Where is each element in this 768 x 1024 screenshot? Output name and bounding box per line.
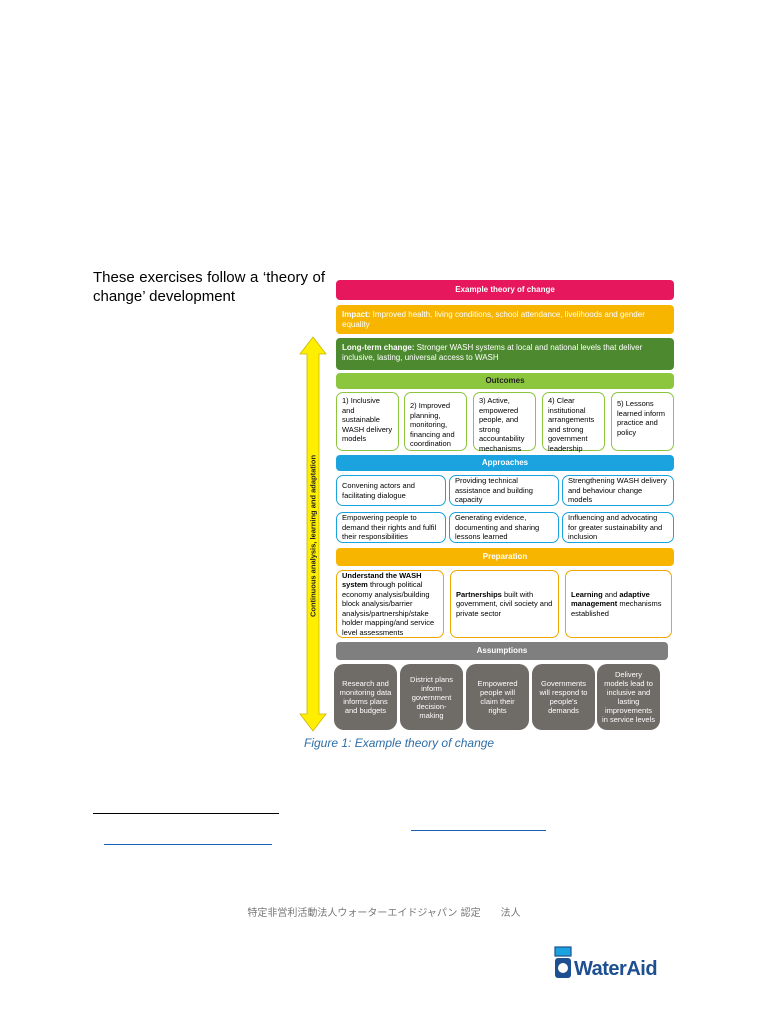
footnote-divider [93,813,279,814]
approaches-header: Approaches [336,455,674,471]
prep-bold: Understand the WASH system [342,570,422,590]
footnote-link[interactable] [104,844,272,845]
assumption-box: Empowered people will claim their rights [466,664,529,730]
long-term-label: Long-term change: [342,343,415,352]
continuous-learning-arrow: Continuous analysis, learning and adapta… [298,336,328,732]
prep-bold: Learning [571,589,603,599]
side-label: Continuous analysis, learning and adapta… [308,454,318,618]
preparation-box: Learning and adaptive management mechani… [565,570,672,638]
logo-text: WaterAid [574,958,658,980]
preparation-box: Partnerships built with government, civi… [450,570,559,638]
preparation-header: Preparation [336,548,674,566]
outcome-box: 3) Active, empowered people, and strong … [473,392,536,453]
outcomes-header: Outcomes [336,373,674,389]
prep-text: mechanisms established [571,599,662,618]
impact-label: Impact: [342,310,371,319]
figure-caption: Figure 1: Example theory of change [304,736,495,750]
assumption-box: District plans inform government decisio… [400,664,463,730]
outcome-box: 4) Clear institutional arrangements and … [542,392,605,453]
approach-box: Generating evidence, documenting and sha… [449,512,559,543]
preparation-box: Understand the WASH system through polit… [336,570,444,638]
prep-bold: adaptive management [571,589,650,609]
approach-box: Strengthening WASH delivery and behaviou… [562,475,674,506]
long-term-text: Stronger WASH systems at local and natio… [342,343,643,362]
outcome-box: 2) Improved planning, monitoring, financ… [404,392,467,451]
long-term-change-bar: Long-term change: Stronger WASH systems … [336,338,674,370]
wateraid-logo: WaterAid [554,944,674,984]
figure-title: Example theory of change [336,280,674,300]
intro-paragraph: These exercises follow a ‘theory of chan… [93,269,325,305]
outcome-box: 5) Lessons learned inform practice and p… [611,392,674,451]
theory-of-change-figure: Continuous analysis, learning and adapta… [298,278,678,732]
approach-box: Providing technical assistance and build… [449,475,559,506]
double-arrow-icon [299,336,327,732]
impact-bar: Impact: Improved health, living conditio… [336,305,674,334]
outcome-box: 1) Inclusive and sustainable WASH delive… [336,392,399,451]
prep-bold: Partnerships [456,589,502,599]
wateraid-logo-icon [554,946,572,978]
approach-box: Empowering people to demand their rights… [336,512,446,543]
approach-box: Convening actors and facilitating dialog… [336,475,446,506]
prep-text: through political economy analysis/build… [342,580,435,637]
assumption-box: Research and monitoring data informs pla… [334,664,397,730]
assumption-box: Delivery models lead to inclusive and la… [597,664,660,730]
page-footer: 特定非営利活動法人ウォーターエイドジャパン 認定 法人 [247,908,521,919]
approach-box: Influencing and advocating for greater s… [562,512,674,543]
prep-text: and [602,589,620,599]
assumptions-header: Assumptions [336,642,668,660]
footnote-link[interactable] [411,830,546,831]
assumption-box: Governments will respond to people's dem… [532,664,595,730]
impact-text: Improved health, living conditions, scho… [342,310,645,329]
prep-text: built with government, civil society and… [456,589,553,618]
